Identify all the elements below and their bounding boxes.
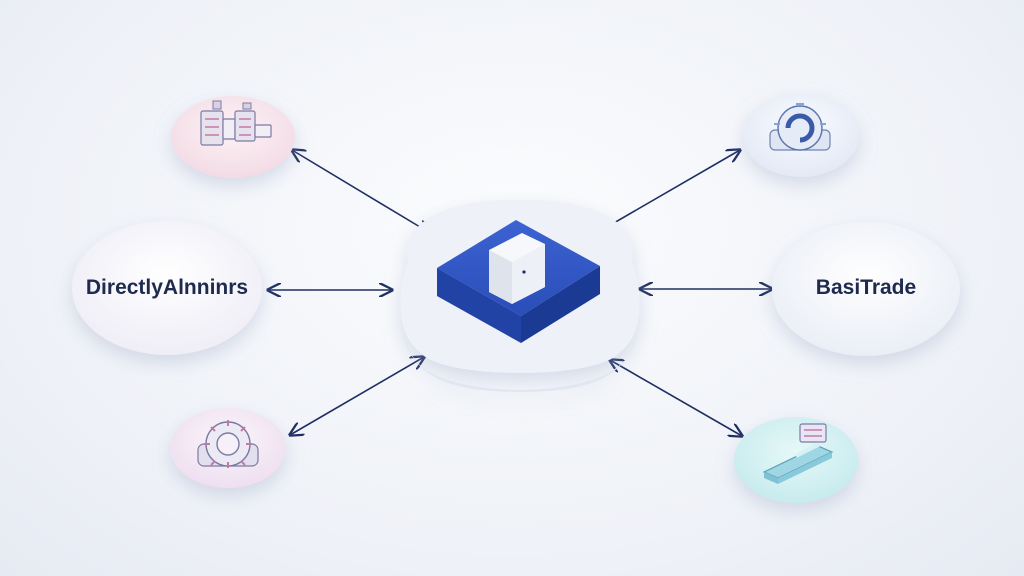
ring-chip-icon (769, 103, 831, 151)
gear-ring-icon (197, 420, 259, 468)
layered-tile-icon (762, 423, 834, 484)
edge-top-left-center (292, 150, 430, 233)
edge-bottom-left-center (290, 357, 424, 435)
edge-top-right-center (600, 150, 740, 231)
edge-bottom-right-center (610, 360, 742, 436)
node-label-mid-left: DirectlyAlnninrs (85, 276, 249, 299)
circuit-chip-icon (200, 100, 272, 146)
edges-group (268, 150, 772, 436)
node-mid-left[interactable] (72, 221, 262, 355)
blue-cube-platform-icon (437, 220, 600, 343)
node-mid-right[interactable] (772, 222, 960, 356)
node-label-mid-right: BasiTrade (815, 276, 917, 299)
